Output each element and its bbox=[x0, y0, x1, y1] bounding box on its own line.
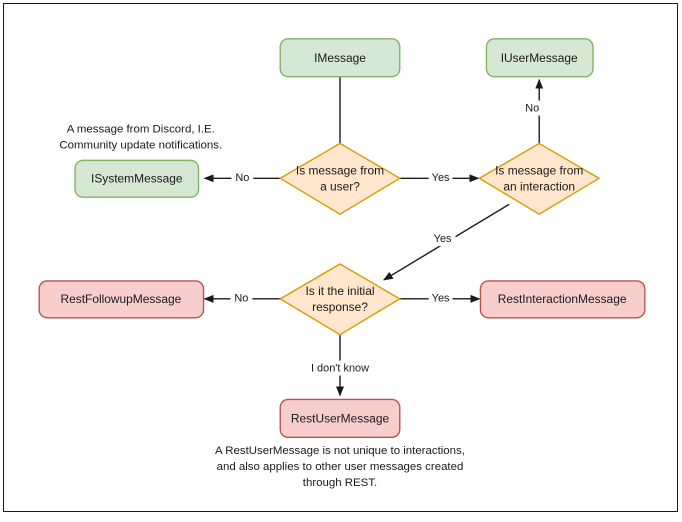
note-rest-user-message: A RestUserMessage is not unique to inter… bbox=[215, 445, 465, 489]
edge-label-no-followup: No bbox=[234, 293, 248, 305]
node-restfollowupmessage-shape[interactable] bbox=[38, 280, 205, 319]
node-isystemmessage-label: ISystemMessage bbox=[91, 171, 183, 185]
note-rest-user-message-line-1: A RestUserMessage is not unique to inter… bbox=[215, 445, 465, 457]
node-restinteractionmessage-label: RestInteractionMessage bbox=[498, 292, 627, 306]
edge-label-yes-interaction: Yes bbox=[432, 172, 450, 184]
edge-q-from-user-to-q-from-interaction: Yes bbox=[399, 170, 480, 186]
node-iusermessage[interactable]: IUserMessage bbox=[485, 38, 594, 78]
node-restusermessage-label: RestUserMessage bbox=[291, 412, 390, 426]
node-restfollowupmessage-label: RestFollowupMessage bbox=[60, 292, 181, 306]
edge-label-no-user-message: No bbox=[525, 102, 539, 114]
node-imessage-label: IMessage bbox=[314, 51, 366, 65]
node-q-from-user-label-line1: Is message from bbox=[296, 163, 384, 177]
node-imessage-shape[interactable] bbox=[279, 38, 401, 78]
node-isystemmessage[interactable]: ISystemMessage bbox=[74, 159, 200, 198]
edge-label-i-dont-know: I don't know bbox=[311, 362, 369, 374]
node-iusermessage-shape[interactable] bbox=[485, 38, 594, 78]
edge-q-from-interaction-to-q-initial-response: Yes bbox=[382, 203, 510, 281]
diagram-canvas: ISystemMessage --> No Is message from an… bbox=[3, 3, 678, 512]
node-q-from-interaction-shape[interactable] bbox=[478, 142, 601, 215]
edge-label-no-system: No bbox=[235, 172, 249, 184]
node-q-from-interaction-label-line2: an interaction bbox=[503, 179, 575, 193]
node-q-from-interaction[interactable]: Is message from an interaction bbox=[478, 142, 601, 215]
note-system-message: A message from Discord, I.E. Community u… bbox=[59, 123, 222, 151]
node-isystemmessage-shape[interactable] bbox=[74, 159, 200, 198]
node-restusermessage[interactable]: RestUserMessage bbox=[279, 398, 401, 438]
flowchart-svg: ISystemMessage --> No Is message from an… bbox=[38, 38, 646, 489]
note-rest-user-message-line-2: and also applies to other user messages … bbox=[217, 461, 464, 473]
node-q-initial-response-label-line2: response? bbox=[312, 300, 368, 314]
node-restinteractionmessage[interactable]: RestInteractionMessage bbox=[479, 280, 646, 319]
node-q-from-user[interactable]: Is message from a user? bbox=[278, 142, 402, 215]
node-restusermessage-shape[interactable] bbox=[279, 398, 401, 438]
node-iusermessage-label: IUserMessage bbox=[501, 51, 578, 65]
edge-q-initial-response-to-restinteractionmessage: Yes bbox=[399, 290, 481, 306]
node-q-from-user-shape[interactable] bbox=[278, 142, 402, 215]
node-restfollowupmessage[interactable]: RestFollowupMessage bbox=[38, 280, 205, 319]
node-imessage[interactable]: IMessage bbox=[279, 38, 401, 78]
note-system-message-line-1: A message from Discord, I.E. bbox=[67, 123, 215, 135]
edge-label-yes-initial: Yes bbox=[434, 233, 452, 245]
node-q-initial-response-shape[interactable] bbox=[278, 263, 402, 336]
edges-layer: ISystemMessage --> No Is message from an… bbox=[203, 76, 544, 397]
node-restinteractionmessage-shape[interactable] bbox=[479, 280, 646, 319]
node-q-from-user-label-line2: a user? bbox=[320, 179, 360, 193]
node-q-initial-response-label-line1: Is it the initial bbox=[305, 284, 374, 298]
edge-q-from-user-to-isystemmessage: No bbox=[203, 170, 281, 186]
note-system-message-line-2: Community update notifications. bbox=[59, 139, 222, 151]
note-rest-user-message-line-3: through REST. bbox=[303, 477, 377, 489]
node-q-from-interaction-label-line1: Is message from bbox=[495, 163, 583, 177]
edge-q-initial-response-to-restfollowupmessage: No bbox=[203, 290, 281, 306]
node-q-initial-response[interactable]: Is it the initial response? bbox=[278, 263, 402, 336]
edge-label-yes-restinteraction: Yes bbox=[432, 293, 450, 305]
